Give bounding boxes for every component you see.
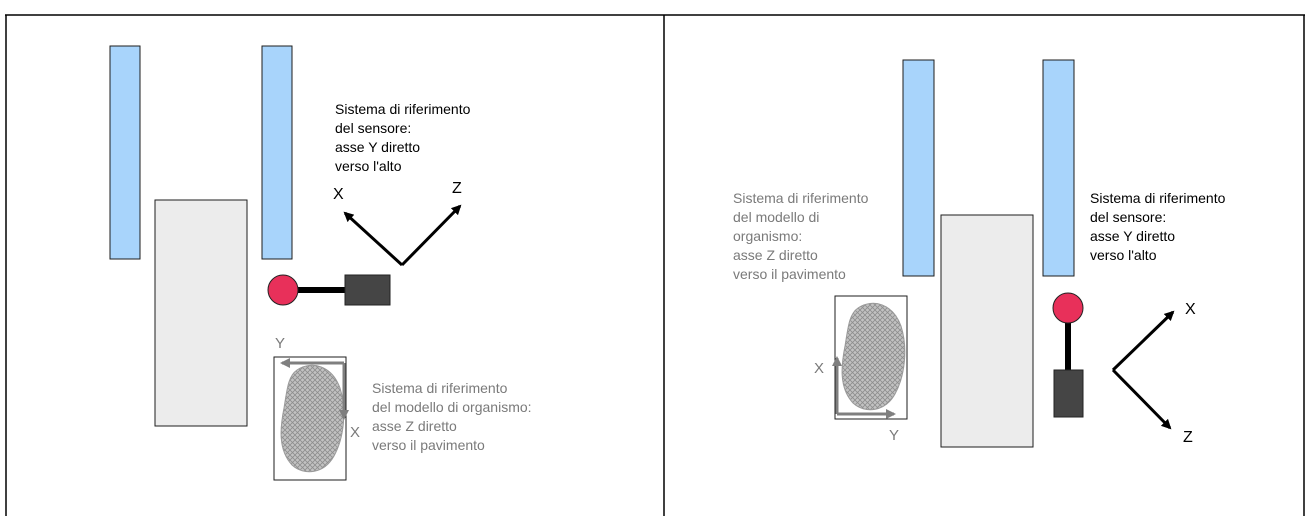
left-model-text-line-4: verso il pavimento [372,437,485,453]
left-sensor-x-axis [343,211,404,267]
left-model-y-label: Y [275,335,285,352]
right-sensor-text-line-1: Sistema di riferimento [1090,190,1226,206]
right-model-text-line-3: organismo: [733,228,802,244]
left-model-text-line-3: asse Z diretto [372,418,457,434]
right-column-1 [902,59,935,277]
left-sensor-z-axis [400,204,462,267]
right-sensor-text-line-3: asse Y diretto [1090,228,1175,244]
right-sensor-x-axis [1111,310,1175,372]
left-sensor-text-line-4: verso l'alto [335,158,402,174]
right-sensor-x-label: X [1185,301,1196,318]
left-sensor-text-line-1: Sistema di riferimento [335,101,471,117]
left-column-1 [109,45,141,260]
right-sensor-z-label: Z [1183,429,1193,446]
right-model-text-line-2: del modello di [733,209,819,225]
right-sensor-text-line-4: verso l'alto [1090,247,1157,263]
left-column-2 [261,45,293,260]
left-gray-block [154,199,248,427]
panel-frames [5,14,1305,516]
left-model-text-line-2: del modello di organismo: [372,399,532,415]
left-organism-mesh [280,365,345,473]
right-sensor-z-axis [1111,368,1172,430]
right-sensor-text-line-2: del sensore: [1090,209,1166,225]
right-sensor-body [1053,369,1084,418]
left-sensor-body [344,274,391,306]
left-sensor-x-label: X [333,186,344,203]
left-sensor-ball [267,274,299,306]
right-model-text-line-4: asse Z diretto [733,247,818,263]
right-model-text-line-1: Sistema di riferimento [733,190,869,206]
left-panel: X Z Sistema di riferimento del sensore: … [109,45,532,481]
right-model-y-label: Y [889,427,899,444]
right-sensor-ball [1052,292,1084,324]
right-gray-block [940,214,1034,448]
left-model-x-label: X [350,424,360,441]
right-panel: X Z Sistema di riferimento del sensore: … [733,59,1226,448]
right-organism-mesh [841,303,906,411]
right-column-2 [1042,59,1075,277]
left-model-text-line-1: Sistema di riferimento [372,380,508,396]
right-model-x-label: X [814,360,824,377]
left-sensor-text-line-3: asse Y diretto [335,139,420,155]
right-model-text-line-5: verso il pavimento [733,266,846,282]
left-sensor-text-line-2: del sensore: [335,120,411,136]
left-sensor-z-label: Z [452,180,462,197]
